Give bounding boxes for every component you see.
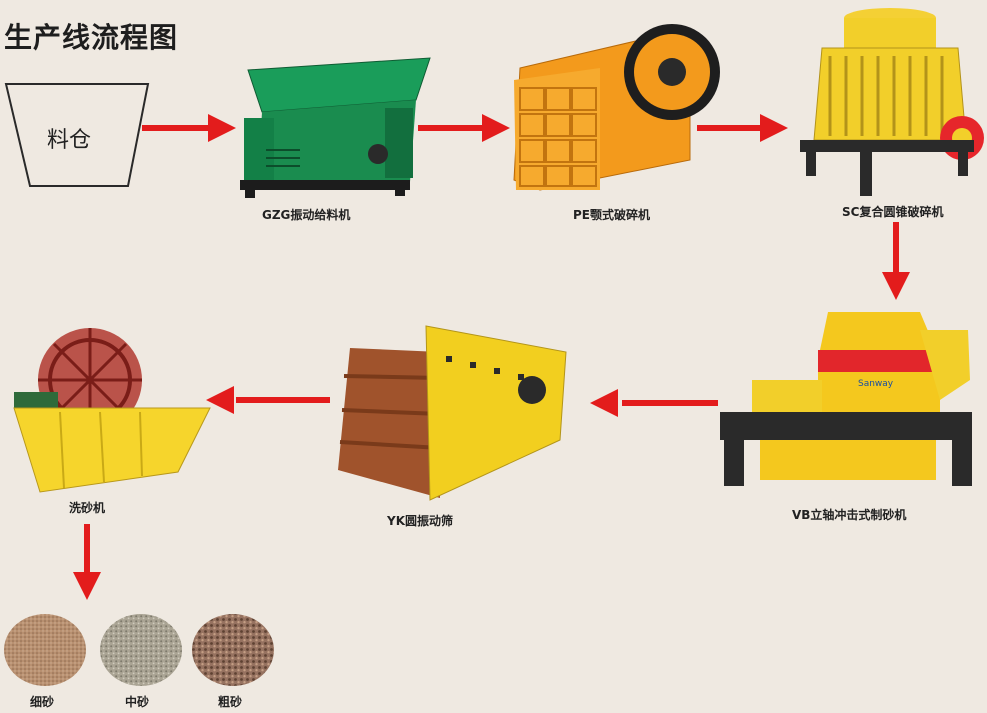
screen-machine-label: YK圆振动筛 — [387, 514, 453, 528]
arrow-head-3 — [760, 114, 788, 142]
coarse-sand-label: 粗砂 — [218, 695, 243, 709]
svg-text:Sanway: Sanway — [858, 379, 894, 389]
arrow-head-2 — [482, 114, 510, 142]
coarse-sand-pile — [192, 614, 274, 686]
washer-machine-label: 洗砂机 — [69, 501, 106, 515]
hopper-label: 料仓 — [47, 128, 92, 153]
arrow-head-4 — [882, 272, 910, 300]
arrow-head-5 — [590, 389, 618, 417]
medium-sand-label: 中砂 — [125, 695, 150, 709]
diagram-title: 生产线流程图 — [4, 21, 179, 54]
fine-sand-label: 细砂 — [30, 695, 55, 709]
fine-sand-pile — [4, 614, 86, 686]
medium-sand-pile — [100, 614, 182, 686]
feeder-label: GZG振动给料机 — [262, 208, 351, 222]
cone-crusher-label: SC复合圆锥破碎机 — [842, 205, 944, 219]
arrow-head-6 — [206, 386, 234, 414]
arrow-head-1 — [208, 114, 236, 142]
jaw-crusher-label: PE颚式破碎机 — [573, 208, 650, 222]
arrow-head-7 — [73, 572, 101, 600]
vsi-machine-label: VB立轴冲击式制砂机 — [792, 508, 907, 522]
